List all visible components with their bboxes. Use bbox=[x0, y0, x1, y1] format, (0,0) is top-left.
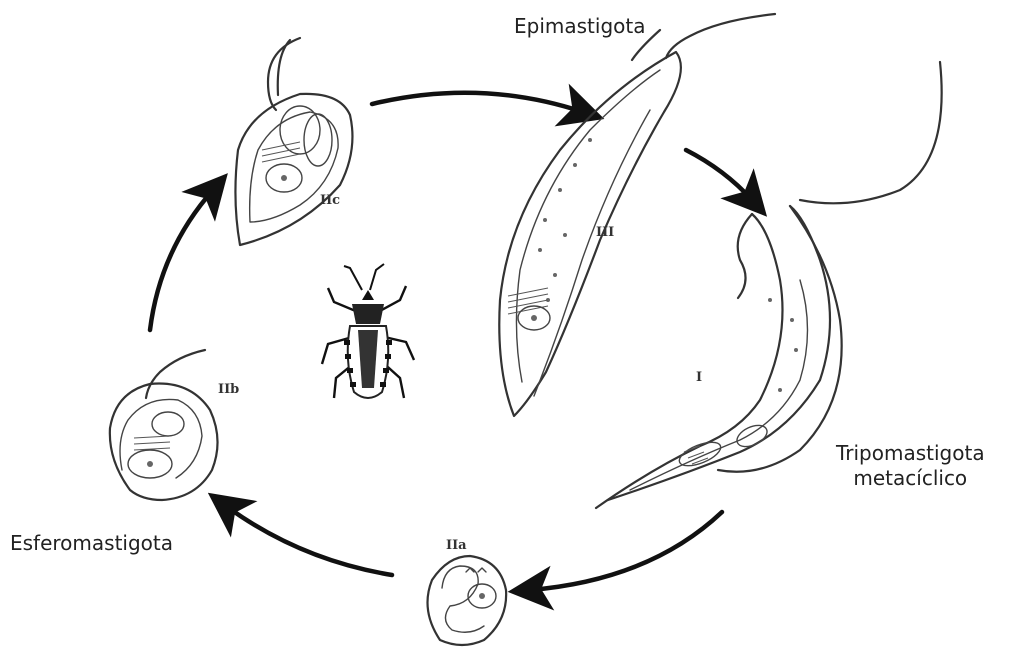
stage-iib-illustration: IIb bbox=[110, 350, 239, 500]
arrow-iia-to-iib bbox=[226, 506, 392, 575]
cycle-arrows bbox=[150, 93, 752, 590]
label-tripomastigota: Tripomastigota metacíclico bbox=[836, 441, 985, 491]
stage-label-i: I bbox=[696, 370, 702, 385]
arrow-iib-to-iic bbox=[150, 190, 213, 330]
arrow-iic-to-iii bbox=[372, 93, 583, 112]
stage-label-iib: IIb bbox=[218, 382, 239, 397]
stage-iii-illustration: III bbox=[499, 14, 775, 416]
label-esferomastigota: Esferomastigota bbox=[10, 531, 173, 556]
triatomine-bug-icon bbox=[322, 264, 414, 398]
arrow-i-to-iia bbox=[530, 512, 722, 590]
stage-label-iic: IIc bbox=[320, 193, 340, 208]
label-epimastigota: Epimastigota bbox=[514, 14, 645, 39]
stage-iia-illustration: IIa bbox=[428, 538, 507, 645]
stage-iic-illustration: IIc bbox=[235, 38, 352, 245]
stage-label-iii: III bbox=[596, 225, 614, 240]
label-tripomastigota-line1: Tripomastigota bbox=[836, 441, 985, 466]
stage-label-iia: IIa bbox=[446, 538, 467, 553]
label-tripomastigota-line2: metacíclico bbox=[836, 466, 985, 491]
arrow-iii-to-i bbox=[686, 150, 752, 200]
